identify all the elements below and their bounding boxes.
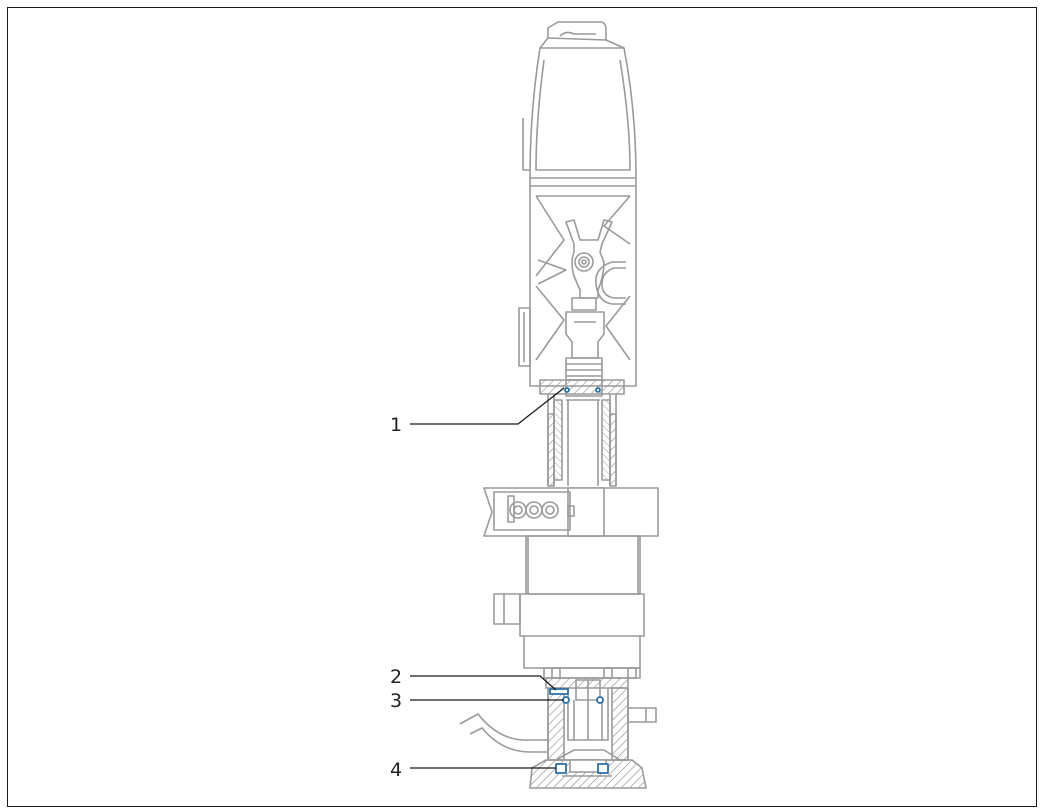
- callout-2-label: 2: [390, 666, 402, 688]
- lower-body: [493, 535, 645, 679]
- callout-4-label: 4: [390, 759, 402, 781]
- callout-2-leader: [410, 675, 557, 691]
- transmitter-housing: [518, 185, 637, 387]
- callout-1-leader: [410, 387, 565, 425]
- valve-block: [483, 487, 659, 537]
- transmitter-cap: [522, 21, 637, 186]
- neck-tube: [539, 379, 625, 487]
- callout-1-label: 1: [390, 414, 402, 436]
- callout-3-label: 3: [390, 690, 402, 712]
- figure-frame: [7, 7, 1037, 807]
